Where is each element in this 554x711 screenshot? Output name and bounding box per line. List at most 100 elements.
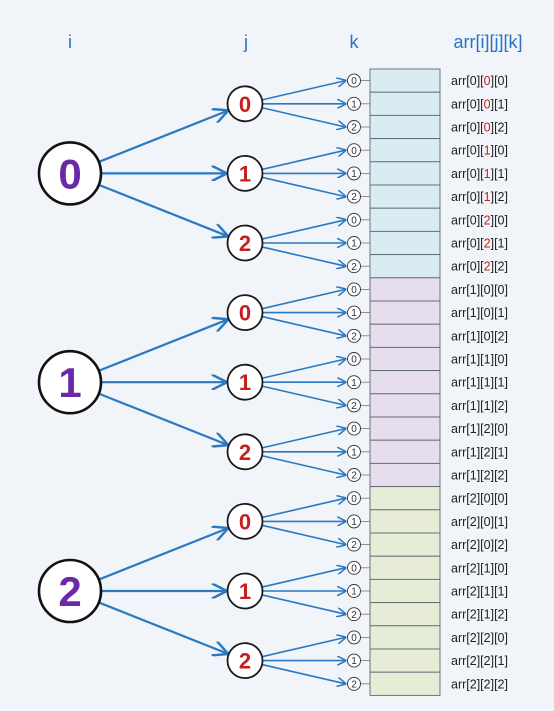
edge-i-to-j bbox=[98, 320, 227, 372]
edge-i-to-j bbox=[98, 392, 227, 445]
memory-cell bbox=[369, 486, 441, 511]
k-node bbox=[347, 630, 361, 645]
memory-cell bbox=[369, 230, 441, 256]
memory-cell bbox=[369, 254, 441, 279]
element-label: arr[2][2][2] bbox=[451, 677, 508, 691]
element-label: arr[1][2][0] bbox=[451, 422, 508, 436]
header-arr: arr[i][j][k] bbox=[453, 32, 522, 52]
edge-i-to-j bbox=[98, 111, 227, 163]
element-label: arr[2][1][2] bbox=[451, 608, 508, 622]
k-node bbox=[347, 120, 361, 134]
element-label: arr[1][0][2] bbox=[451, 329, 508, 343]
memory-cell bbox=[369, 602, 441, 627]
memory-cell bbox=[369, 207, 441, 232]
k-node-label: 1 bbox=[351, 99, 357, 110]
j-node bbox=[226, 433, 264, 471]
k-node-label: 1 bbox=[351, 378, 357, 389]
header-i: i bbox=[68, 32, 72, 52]
k-node bbox=[347, 212, 361, 227]
k-node-label: 0 bbox=[351, 633, 357, 644]
edge-i-to-j bbox=[98, 529, 227, 581]
edge-j-to-k bbox=[261, 385, 345, 405]
edge-j-to-k bbox=[261, 568, 345, 588]
element-label: arr[0][1][2] bbox=[451, 190, 508, 204]
k-node-label: 2 bbox=[351, 262, 357, 273]
element-label: arr[1][1][1] bbox=[451, 376, 508, 390]
k-node-label: 0 bbox=[351, 494, 357, 505]
j-node-label: 1 bbox=[239, 370, 251, 395]
memory-cell bbox=[369, 300, 441, 325]
j-node bbox=[226, 642, 264, 679]
k-node bbox=[347, 73, 361, 88]
j-node-label: 1 bbox=[239, 579, 251, 604]
element-label: arr[1][0][1] bbox=[451, 306, 508, 320]
k-node bbox=[347, 421, 361, 436]
j-node bbox=[226, 224, 264, 262]
element-label: arr[2][1][0] bbox=[451, 561, 508, 575]
element-label: arr[0][2][1] bbox=[451, 237, 508, 251]
k-node-label: 1 bbox=[351, 169, 357, 180]
memory-cell bbox=[369, 91, 441, 116]
element-label: arr[0][1][1] bbox=[451, 167, 508, 181]
memory-cell bbox=[369, 625, 441, 650]
edge-j-to-k bbox=[261, 176, 345, 196]
memory-cell bbox=[369, 416, 441, 441]
edge-j-to-k bbox=[261, 106, 345, 127]
memory-cell bbox=[369, 462, 441, 488]
k-node bbox=[347, 560, 361, 575]
edge-j-to-k bbox=[261, 315, 345, 336]
memory-cell bbox=[369, 370, 441, 395]
edge-j-to-k bbox=[261, 81, 345, 101]
j-node bbox=[226, 363, 264, 401]
memory-cell bbox=[369, 277, 441, 302]
k-node bbox=[347, 491, 361, 506]
j-node bbox=[226, 572, 264, 610]
element-label: arr[1][1][2] bbox=[451, 399, 508, 413]
memory-cell bbox=[369, 323, 441, 348]
element-label: arr[2][0][2] bbox=[451, 538, 508, 552]
j-node-label: 0 bbox=[239, 509, 251, 534]
k-node bbox=[347, 282, 361, 297]
edge-j-to-k bbox=[261, 498, 345, 519]
edge-j-to-k bbox=[261, 637, 345, 658]
element-label: arr[2][0][0] bbox=[451, 492, 508, 506]
k-node bbox=[347, 352, 361, 366]
j-node-label: 2 bbox=[239, 440, 251, 465]
edges-layer bbox=[98, 81, 370, 684]
k-node-label: 1 bbox=[351, 239, 357, 250]
i-node bbox=[37, 141, 103, 206]
memory-cells-layer bbox=[369, 68, 441, 696]
edge-j-to-k bbox=[261, 429, 345, 449]
k-node-label: 2 bbox=[351, 679, 357, 690]
k-node bbox=[347, 143, 361, 158]
element-labels-layer: arr[0][0][0]arr[0][0][1]arr[0][0][2]arr[… bbox=[451, 74, 508, 691]
k-node bbox=[347, 305, 361, 320]
edge-i-to-j bbox=[98, 183, 227, 236]
k-node-label: 2 bbox=[351, 610, 357, 621]
memory-cell bbox=[369, 184, 441, 209]
j-node-label: 2 bbox=[239, 231, 251, 256]
j-node-label: 0 bbox=[239, 92, 251, 117]
memory-cell bbox=[369, 509, 441, 534]
i-node-label: 2 bbox=[58, 568, 81, 615]
j-node bbox=[226, 294, 264, 332]
k-node-label: 0 bbox=[351, 146, 357, 157]
i-node bbox=[37, 558, 103, 624]
i-node bbox=[37, 349, 103, 415]
k-node bbox=[347, 514, 361, 529]
memory-cell bbox=[369, 161, 441, 186]
element-label: arr[0][2][2] bbox=[451, 260, 508, 274]
memory-cell bbox=[369, 138, 441, 163]
k-node bbox=[347, 375, 361, 390]
k-node-label: 2 bbox=[351, 540, 357, 551]
edge-j-to-k bbox=[261, 524, 345, 544]
k-node-label: 1 bbox=[351, 587, 357, 598]
j-node-label: 2 bbox=[239, 649, 251, 674]
element-label: arr[0][2][0] bbox=[451, 213, 508, 227]
k-node bbox=[347, 166, 361, 181]
k-node bbox=[347, 653, 361, 668]
element-label: arr[2][2][1] bbox=[451, 654, 508, 668]
j-node bbox=[226, 154, 264, 192]
k-node-label: 0 bbox=[351, 76, 357, 87]
